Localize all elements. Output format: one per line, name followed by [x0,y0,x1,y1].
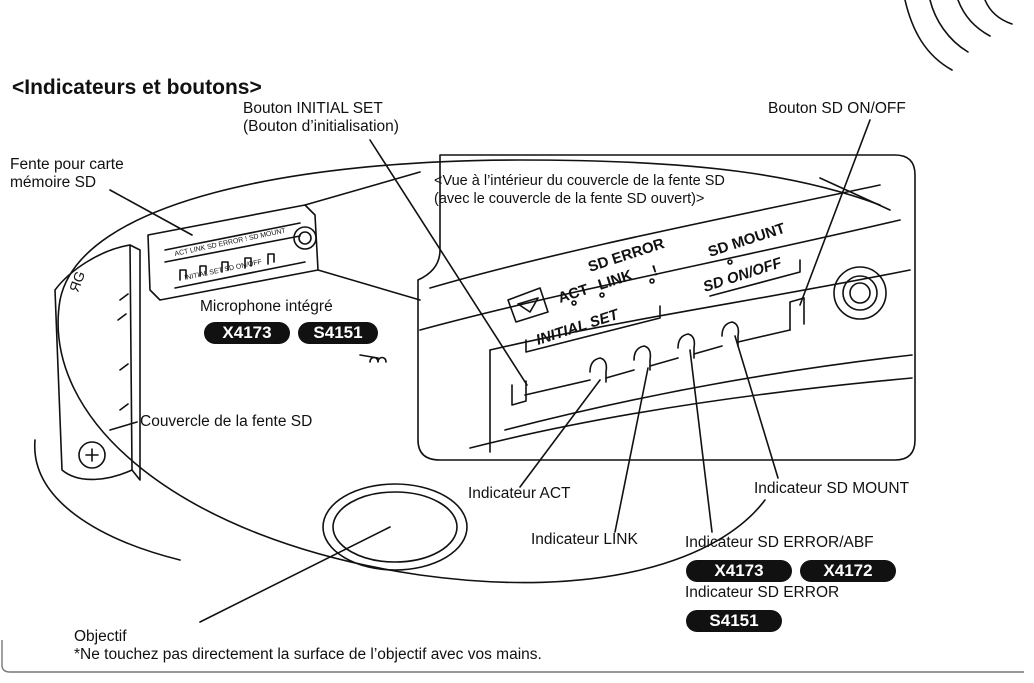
lens [322,483,468,571]
leader-act [519,379,601,488]
inner-view-caption: <Vue à l’intérieur du couvercle de la fe… [434,173,725,189]
sd-mount-indicator-label: Indicateur SD MOUNT [754,480,910,497]
lens-note: *Ne touchez pas directement la surface d… [74,646,542,663]
lens-label: Objectif [74,628,127,645]
hand-sketch [904,0,1013,71]
sd-error-abf-indicator-label: Indicateur SD ERROR/ABF [685,534,874,551]
panel-error-mark: ! [650,262,660,280]
leader-sd-onoff [799,119,871,306]
sd-onoff-button-label: Bouton SD ON/OFF [768,100,906,117]
inner-view-subcaption: (avec le couvercle de la fente SD ouvert… [434,191,705,207]
sd-slot-sublabel: mémoire SD [10,174,97,191]
zoom-panel [417,154,916,461]
camera-body-outline [59,159,881,301]
sd-cover-piece [54,244,133,481]
leader-sd-mount [734,335,779,479]
act-indicator-label: Indicateur ACT [468,485,571,502]
model-badge-abf-2: X4172 [800,560,896,582]
model-badge-mic-1: X4173 [204,322,290,344]
initial-set-button-label: Bouton INITIAL SET [243,100,383,117]
leader-lens [199,526,391,623]
panel-act-label: ACT [556,281,591,307]
leader-sd-error [689,349,713,533]
model-badge-err-1: S4151 [686,610,782,632]
panel-sd-onoff-label: SD ON/OFF [701,254,785,296]
sd-error-indicator-label: Indicateur SD ERROR [685,584,840,601]
model-badge-abf-1: X4173 [686,560,792,582]
sd-slot-label: Fente pour carte [10,156,124,173]
microphone-label: Microphone intégré [200,298,333,315]
initial-set-button-sublabel: (Bouton d’initialisation) [243,118,399,135]
model-badge-mic-2: S4151 [298,322,378,344]
leader-sd-cover [109,421,138,431]
leader-initial-set [369,139,528,386]
screw-icon [78,441,106,469]
leader-sd-slot [109,189,193,236]
link-indicator-label: Indicateur LINK [531,531,638,548]
page-title: <Indicateurs et boutons> [12,76,262,99]
svg-text:ЯG: ЯG [66,269,88,294]
leader-link [614,367,649,533]
sd-cover-label: Couvercle de la fente SD [140,413,313,430]
leader-mic [359,354,379,359]
leader-inner-view [819,177,891,211]
